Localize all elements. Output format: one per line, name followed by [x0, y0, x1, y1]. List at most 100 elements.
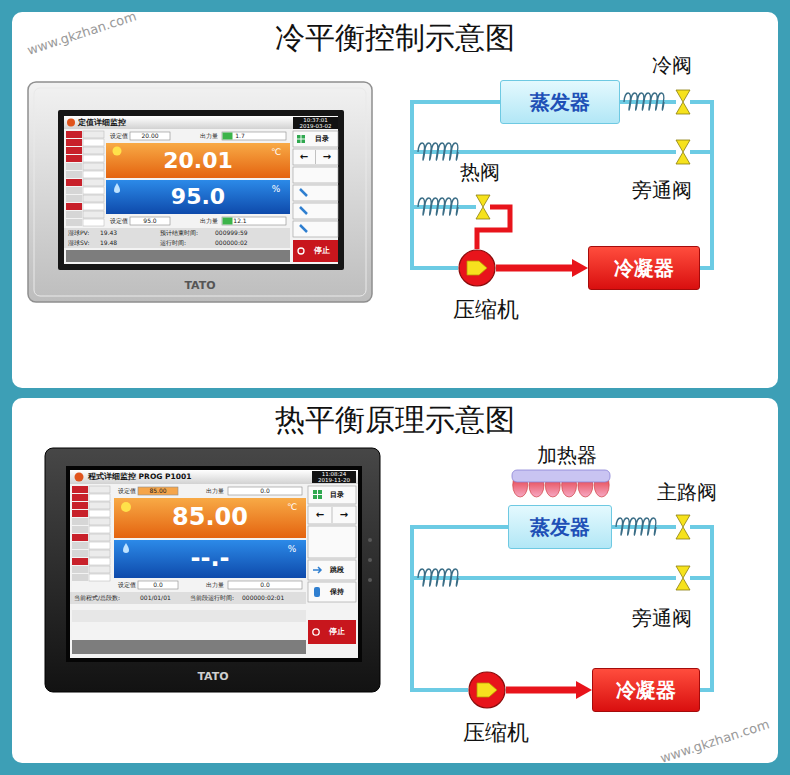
screen-side-table — [83, 219, 104, 226]
screen-side-table — [89, 566, 110, 573]
touch-screen-silver — [34, 88, 366, 296]
box-label: 蒸发器 — [530, 515, 590, 539]
evaporator-box: 蒸发器 — [500, 80, 620, 124]
valve-symbol — [676, 527, 690, 539]
coil-symbol — [418, 143, 458, 160]
compressor-label: 压缩机 — [453, 297, 519, 323]
screen-side-table — [72, 518, 88, 525]
screen-button: 停止 — [314, 247, 330, 256]
touch-screen-silver — [130, 132, 170, 140]
screen-side-table — [66, 187, 82, 194]
screen-value: 20.00 — [141, 133, 158, 140]
screen-side-table — [83, 171, 104, 178]
screen-unit: ℃ — [271, 147, 281, 157]
screen-text: 预计结束时间: — [160, 230, 198, 237]
valve-label: 旁通阀 — [632, 606, 692, 630]
screen-button: ← — [300, 151, 308, 163]
screen-clock: 11:08:24 — [322, 471, 347, 477]
screen-side-table — [89, 494, 110, 501]
screen-side-table — [83, 131, 104, 138]
valve-symbol — [476, 195, 490, 207]
touch-screen-silver — [67, 119, 75, 127]
screen-side-table — [89, 486, 110, 493]
touch-screen-black — [313, 629, 319, 635]
touch-screen-silver — [293, 221, 338, 237]
compressor-symbol — [458, 249, 496, 287]
compressor-symbol: 压缩机 — [468, 671, 506, 709]
valve-symbol — [676, 90, 690, 102]
touch-screen-black — [368, 538, 372, 542]
coil-symbol — [418, 569, 458, 586]
compressor-symbol: 压缩机 — [458, 249, 496, 287]
screen-text: 湿球SV: — [68, 240, 89, 247]
touch-screen-black — [332, 507, 333, 523]
touch-screen-silver — [300, 189, 307, 196]
touch-screen-silver — [222, 217, 286, 225]
touch-screen-black — [308, 620, 356, 644]
panel-heading: 热平衡原理示意图 — [12, 402, 778, 438]
screen-side-table — [72, 542, 88, 549]
touch-screen-black — [70, 470, 358, 484]
watermark: www.gkzhan.com — [26, 9, 139, 58]
touch-screen-silver — [113, 147, 122, 156]
screen-side-table — [89, 518, 110, 525]
touch-screen-black — [114, 498, 306, 538]
touch-screen-silver — [293, 117, 338, 129]
screen-side-table — [83, 155, 104, 162]
touch-screen-silver — [300, 207, 307, 214]
screen-side-table — [89, 510, 110, 517]
touch-screen-silver — [293, 131, 338, 147]
screen-clock: 2019-03-02 — [300, 123, 332, 129]
screen-unit: % — [272, 184, 281, 194]
screen-side-table — [66, 131, 104, 226]
touch-screen-silver — [28, 82, 372, 302]
screen-unit: ℃ — [287, 502, 297, 512]
screen-side-table — [72, 486, 88, 493]
touch-screen-black — [313, 567, 321, 573]
screen-value: 0.0 — [260, 488, 270, 495]
touch-screen-black — [228, 581, 302, 589]
valve-label: 冷阀 — [652, 53, 692, 77]
valve-symbol — [676, 578, 690, 590]
coil-symbol — [418, 198, 458, 215]
evaporator-box: 蒸发器 — [508, 505, 612, 549]
screen-side-table — [66, 171, 82, 178]
screen-side-table — [72, 502, 88, 509]
screen-value: 0.0 — [260, 582, 270, 589]
screen-value: 0.0 — [153, 582, 163, 589]
screen-button: → — [323, 151, 331, 163]
valve-symbol — [676, 152, 690, 164]
screen-unit: % — [288, 544, 297, 554]
screen-title: 程式详细监控 PROG P1001 — [88, 473, 191, 482]
touch-screen-black — [308, 526, 356, 558]
touch-screen-black — [308, 506, 356, 524]
touch-screen-silver — [315, 150, 316, 164]
valve-symbol: 主路阀 — [676, 515, 690, 539]
valve-symbol — [676, 90, 690, 114]
touch-screen-silver — [64, 116, 338, 129]
touch-screen-black — [123, 543, 129, 553]
touch-screen-silver — [66, 250, 290, 262]
touch-screen-silver — [300, 225, 307, 232]
touch-screen-silver — [223, 133, 233, 140]
touch-screen-silver — [298, 248, 304, 254]
coil-symbol — [616, 518, 656, 535]
screen-side-table — [83, 211, 104, 218]
screen-value: 85.00 — [149, 488, 166, 495]
screen-side-table — [72, 486, 110, 581]
touch-screen-black — [312, 471, 356, 483]
touch-screen-silver — [293, 149, 338, 165]
valve-label: 主路阀 — [657, 480, 717, 504]
box-label: 蒸发器 — [530, 90, 590, 114]
screen-text: 当前程式/总段数: — [74, 595, 120, 602]
touch-screen-silver — [293, 167, 338, 183]
screen-side-table — [72, 510, 88, 517]
screen-side-table — [72, 526, 88, 533]
valve-symbol — [676, 566, 690, 590]
screen-side-table — [66, 203, 82, 210]
screen-side-table — [89, 542, 110, 549]
valve-symbol — [676, 515, 690, 539]
screen-value: 000000:02 — [215, 240, 248, 247]
